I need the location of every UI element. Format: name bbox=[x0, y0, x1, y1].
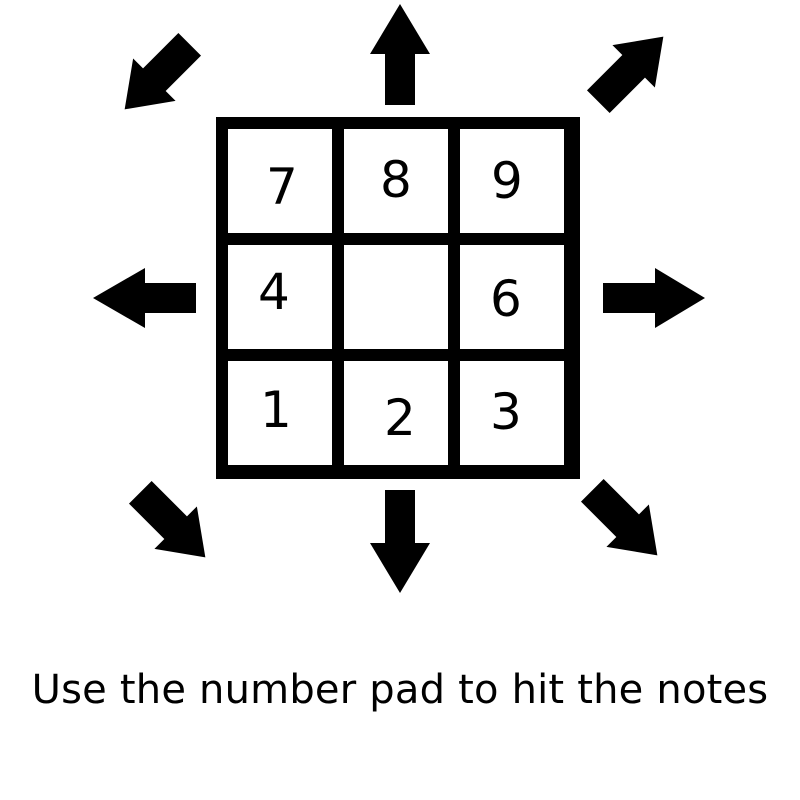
pad-key-label: 7 bbox=[266, 158, 298, 216]
pad-key-8[interactable]: 8 bbox=[344, 129, 448, 233]
pad-key-4[interactable]: 4 bbox=[228, 245, 332, 349]
pad-key-label: 4 bbox=[258, 263, 290, 321]
arrow-right-icon[interactable] bbox=[603, 268, 705, 328]
arrow-left-icon[interactable] bbox=[93, 268, 196, 328]
pad-key-label: 2 bbox=[384, 389, 416, 447]
pad-key-2[interactable]: 2 bbox=[344, 361, 448, 465]
arrow-down-icon[interactable] bbox=[370, 490, 430, 593]
instruction-text: Use the number pad to hit the notes bbox=[31, 667, 769, 713]
arrow-down-right-icon[interactable] bbox=[571, 469, 678, 576]
pad-key-7[interactable]: 7 bbox=[228, 129, 332, 233]
pad-key-label: 8 bbox=[380, 151, 412, 209]
pad-key-1[interactable]: 1 bbox=[228, 361, 332, 465]
pad-key-6[interactable]: 6 bbox=[460, 245, 564, 349]
pad-key-3[interactable]: 3 bbox=[460, 361, 564, 465]
pad-key-9[interactable]: 9 bbox=[460, 129, 564, 233]
arrow-up-icon[interactable] bbox=[370, 4, 430, 105]
pad-key-label: 9 bbox=[491, 152, 523, 210]
pad-key-label: 6 bbox=[490, 270, 522, 328]
arrow-up-left-icon[interactable] bbox=[103, 23, 210, 130]
arrow-up-right-icon[interactable] bbox=[577, 15, 684, 122]
pad-key-label: 1 bbox=[260, 381, 292, 439]
pad-key-label: 3 bbox=[490, 383, 522, 441]
arrow-down-left-icon[interactable] bbox=[119, 471, 226, 578]
pad-key-5[interactable] bbox=[344, 245, 448, 349]
number-pad: 7 8 9 4 6 1 2 3 bbox=[216, 117, 580, 479]
